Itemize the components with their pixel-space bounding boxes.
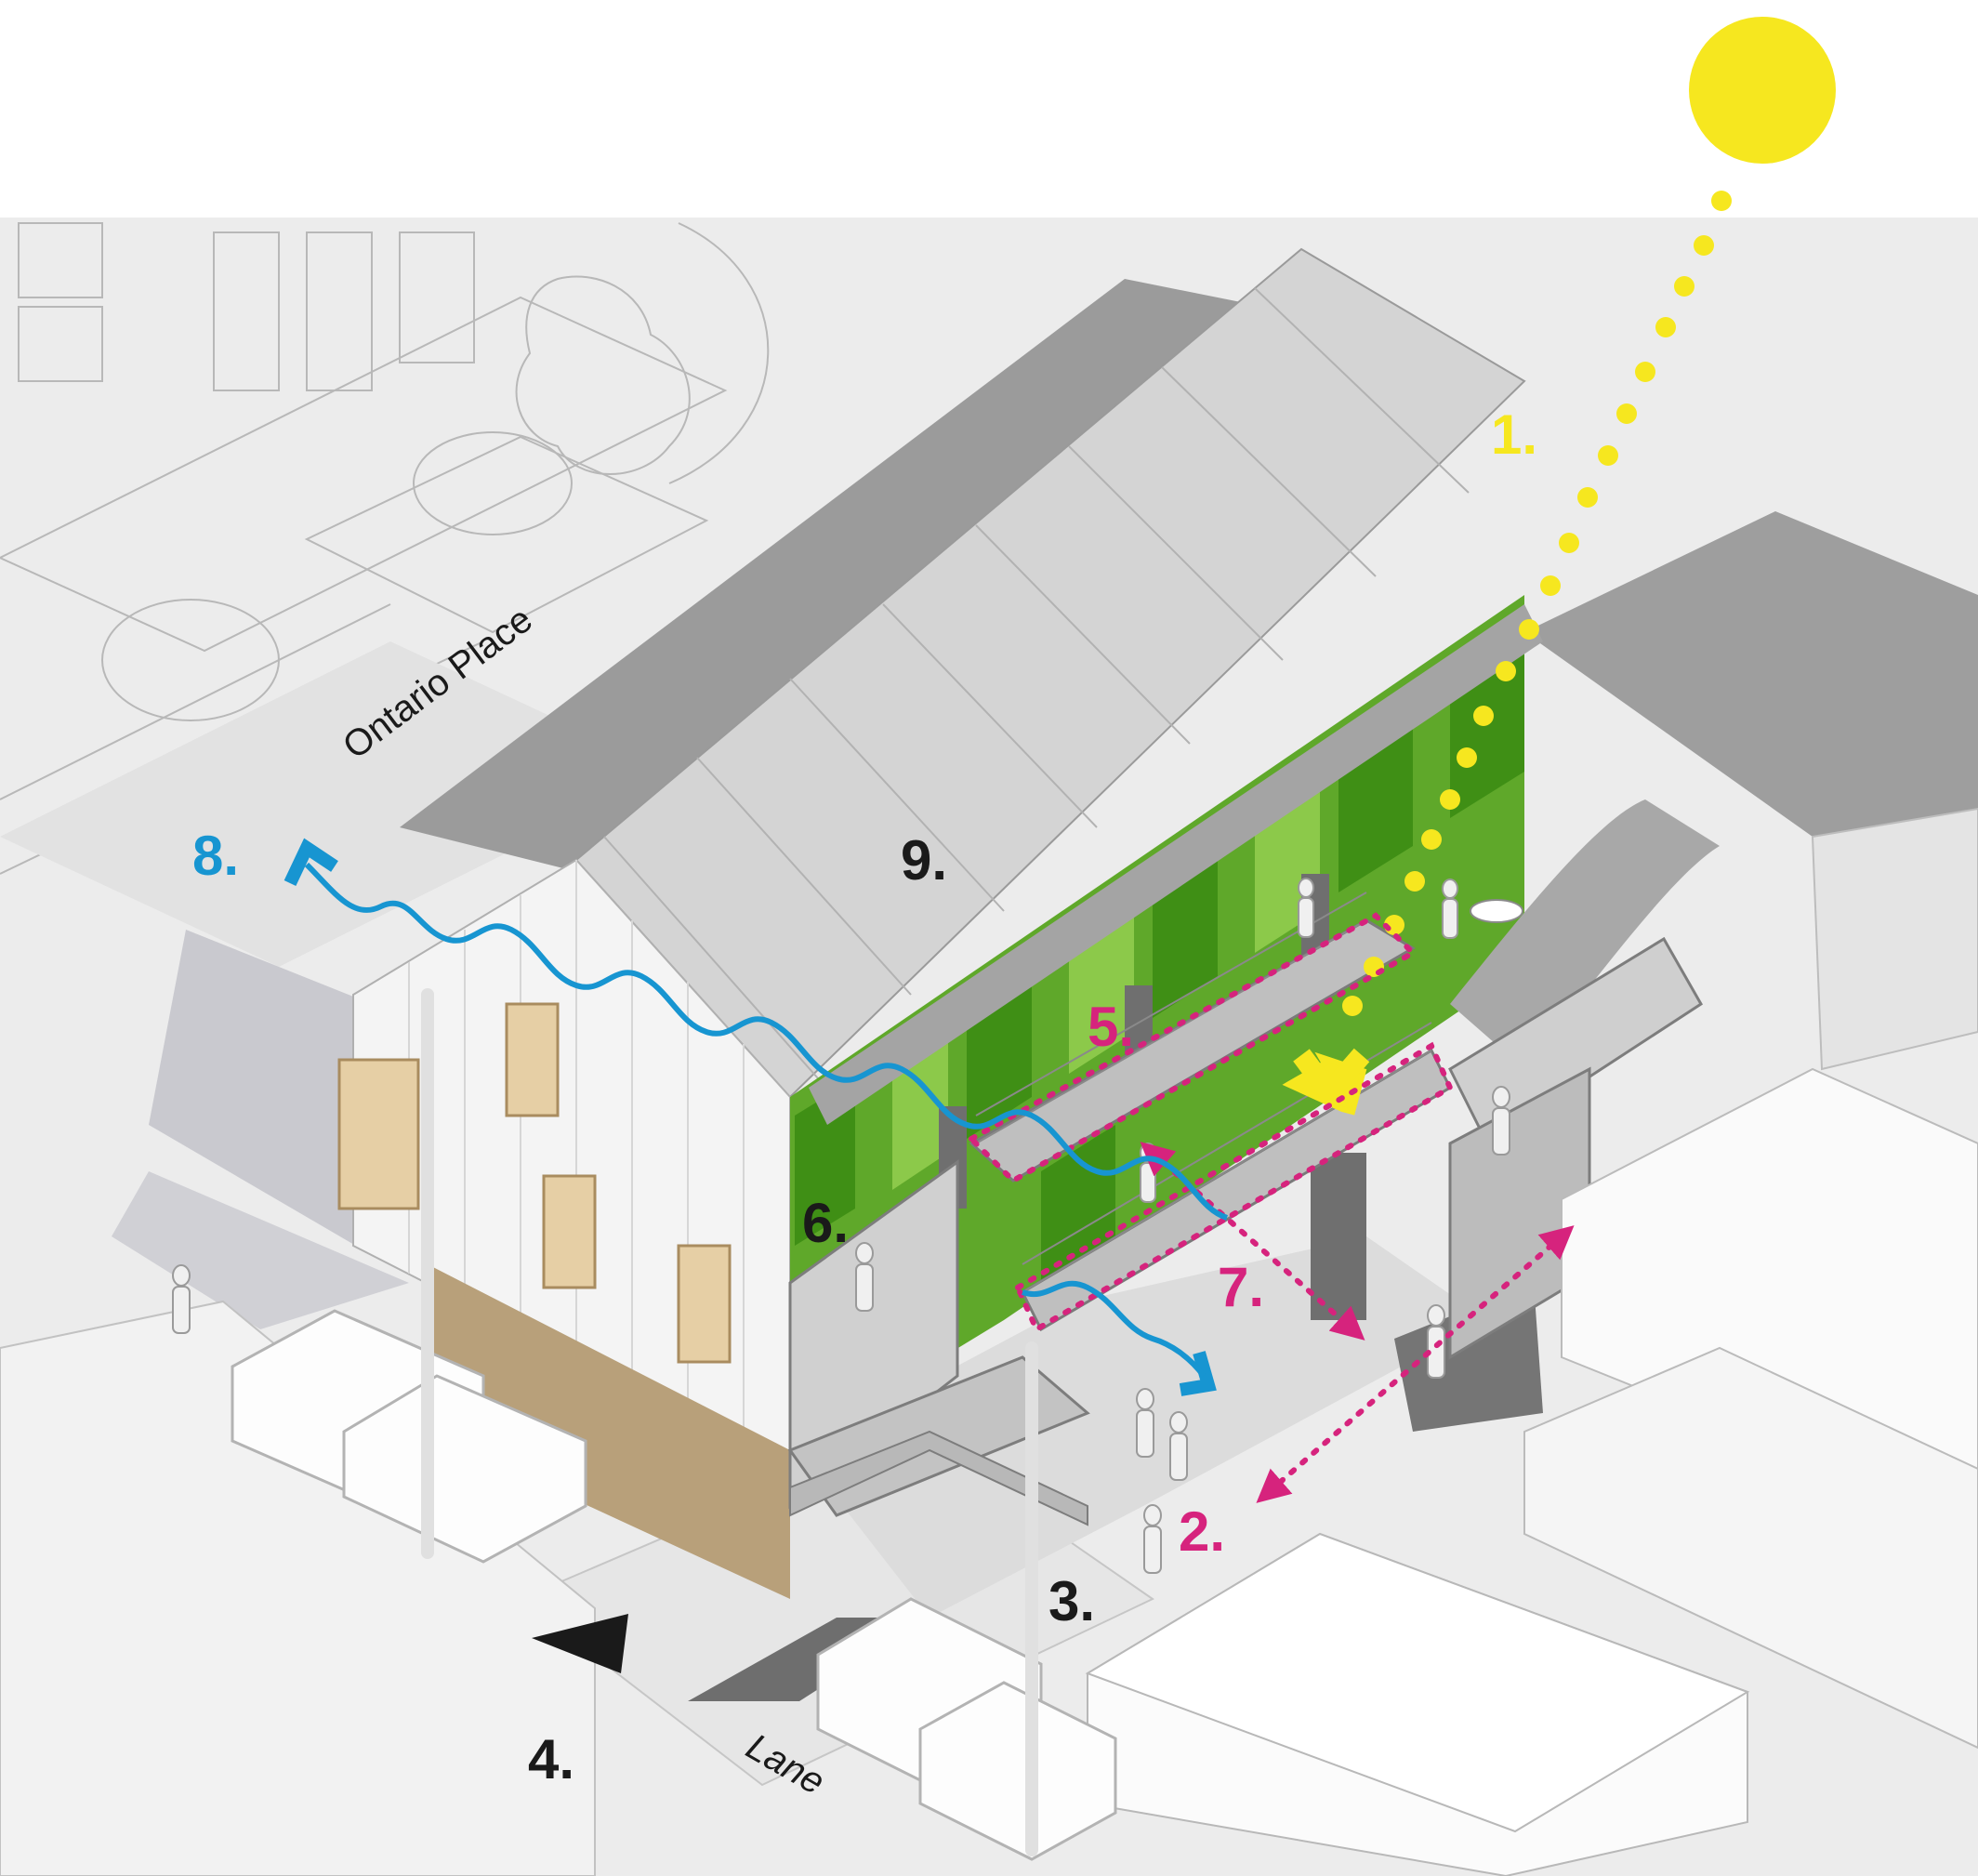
brick-base xyxy=(428,1264,790,1599)
airflow-arrow-end-icon xyxy=(1179,1351,1217,1396)
sun-icon xyxy=(1689,17,1836,164)
right-wing-wall xyxy=(1811,807,1978,1071)
canopy xyxy=(809,604,1543,1125)
building-shadow xyxy=(149,930,372,1255)
walkway-highlight-lower xyxy=(1014,1041,1454,1334)
label-1: 1. xyxy=(1491,403,1537,466)
neighbour-block-right-2 xyxy=(1523,1346,1978,1750)
label-8: 8. xyxy=(192,825,239,887)
airflow-wave xyxy=(304,862,1229,1221)
light-poles xyxy=(421,988,1038,1856)
label-7: 7. xyxy=(1218,1256,1264,1318)
label-6: 6. xyxy=(802,1192,849,1254)
airflow-arrow-start-icon xyxy=(284,838,338,886)
gable-windows xyxy=(337,1002,732,1364)
label-3: 3. xyxy=(1048,1570,1095,1632)
courtyard-arrow-long xyxy=(1256,1225,1575,1503)
label-4: 4. xyxy=(528,1728,574,1790)
parked-cars xyxy=(231,1309,1117,1861)
right-stair-roof xyxy=(1450,799,1720,1069)
label-2: 2. xyxy=(1179,1500,1225,1563)
sun-ray-dots xyxy=(1342,191,1732,1016)
label-9: 9. xyxy=(901,829,947,892)
right-wing-roof xyxy=(1524,511,1978,837)
left-stair xyxy=(788,1159,959,1510)
north-arrow-icon xyxy=(532,1614,628,1673)
right-stair xyxy=(1448,936,1704,1146)
neighbour-block-front-top xyxy=(1085,1532,1750,1833)
driveway-shadow xyxy=(112,1171,409,1329)
label-5: 5. xyxy=(1088,996,1134,1058)
walkway-highlight-upper xyxy=(967,912,1418,1184)
roof-seams xyxy=(603,287,1470,1079)
airflow-wave-lower xyxy=(1022,1280,1207,1378)
ontario-place-street xyxy=(0,641,669,967)
sun-arrow-chevron xyxy=(1293,1048,1370,1109)
courtyard-table xyxy=(1470,899,1523,923)
